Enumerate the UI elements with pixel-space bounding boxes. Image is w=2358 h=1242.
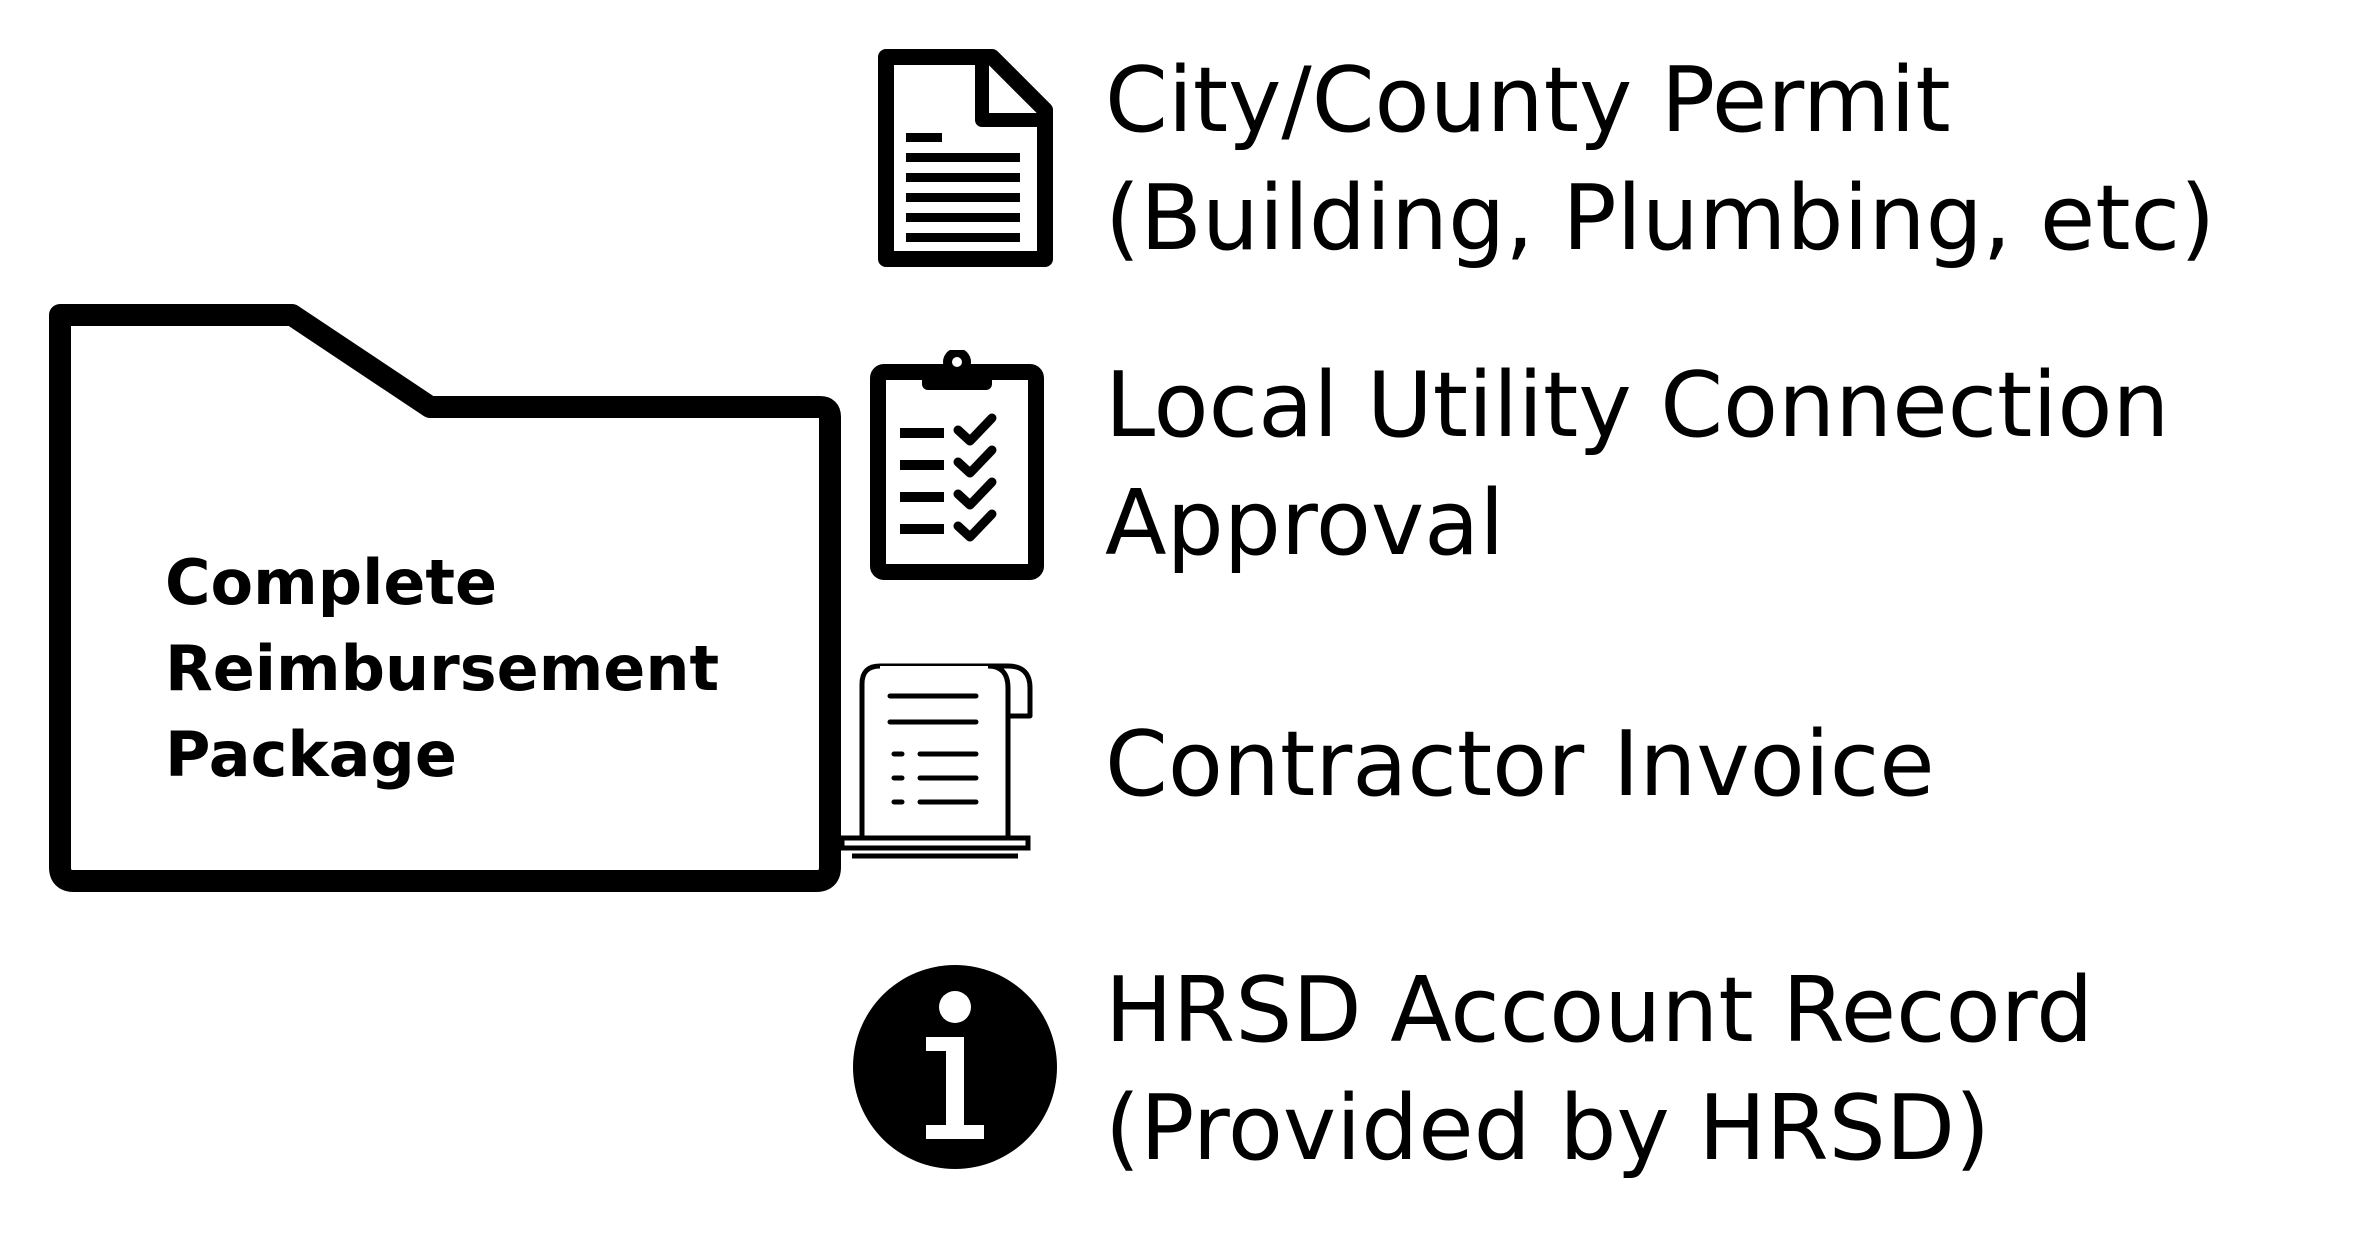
item-text-line: HRSD Account Record	[1105, 958, 2094, 1063]
list-item-invoice: Contractor Invoice	[840, 650, 2340, 880]
info-circle-icon	[840, 955, 1070, 1185]
folder-label-line: Package	[165, 718, 457, 791]
item-text-line: Approval	[1105, 471, 1505, 576]
list-item-hrsd: HRSD Account Record (Provided by HRSD)	[840, 955, 2340, 1185]
item-text: HRSD Account Record (Provided by HRSD)	[1105, 952, 2093, 1188]
invoice-scroll-icon	[840, 650, 1070, 880]
folder-label-line: Complete	[165, 546, 498, 619]
clipboard-checklist-icon	[840, 350, 1070, 580]
list-item-permit: City/County Permit (Building, Plumbing, …	[840, 45, 2340, 275]
item-text-line: City/County Permit	[1105, 48, 1951, 153]
item-text: Contractor Invoice	[1105, 706, 1935, 824]
item-text-line: Local Utility Connection	[1105, 353, 2170, 458]
folder-label-line: Reimbursement	[165, 632, 720, 705]
item-text: Local Utility Connection Approval	[1105, 347, 2169, 583]
list-item-utility: Local Utility Connection Approval	[840, 350, 2340, 580]
folder-icon	[30, 285, 860, 910]
item-text-line: (Building, Plumbing, etc)	[1105, 166, 2216, 271]
document-icon	[840, 45, 1070, 275]
item-text: City/County Permit (Building, Plumbing, …	[1105, 42, 2215, 278]
item-text-line: Contractor Invoice	[1105, 712, 1935, 817]
item-text-line: (Provided by HRSD)	[1105, 1076, 1991, 1181]
folder-label: Complete Reimbursement Package	[165, 540, 785, 798]
